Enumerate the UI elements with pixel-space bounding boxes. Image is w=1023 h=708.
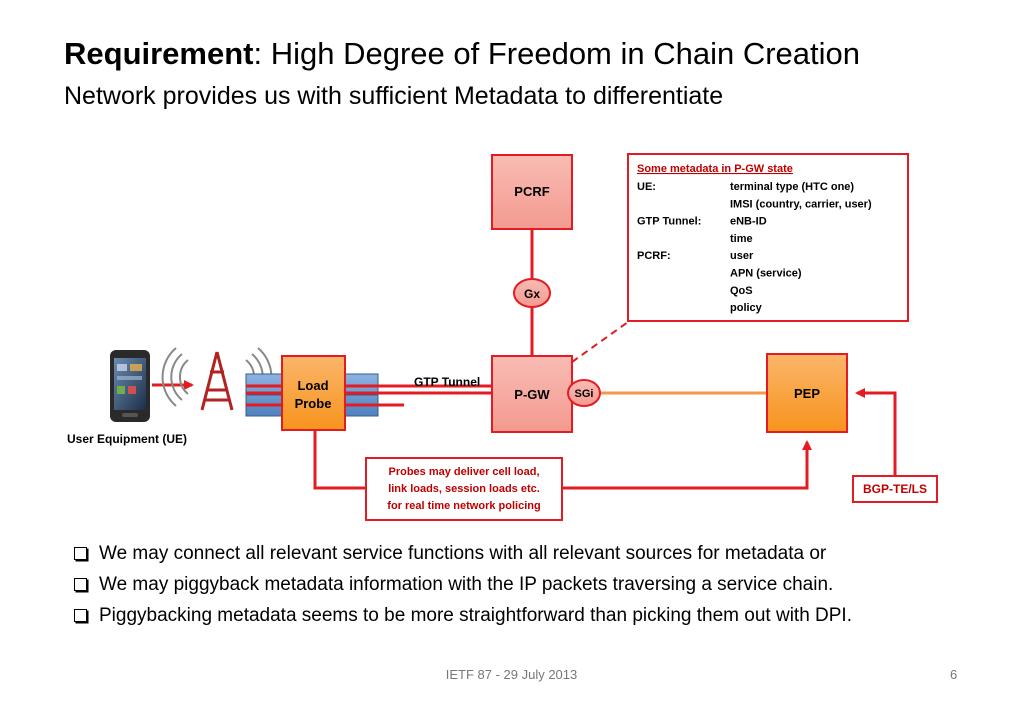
metadata-value: eNB-ID <box>730 216 767 228</box>
probe-note-line-1: Probes may deliver cell load, <box>388 466 539 478</box>
metadata-key: GTP Tunnel: <box>637 216 701 228</box>
probe-note-line-2: link loads, session loads etc. <box>388 483 540 495</box>
title-rest: : High Degree of Freedom in Chain Creati… <box>253 36 861 71</box>
metadata-key: PCRF: <box>637 250 671 262</box>
bullet-item: Piggybacking metadata seems to be more s… <box>74 600 852 631</box>
bullet-text: We may piggyback metadata information wi… <box>99 574 834 595</box>
metadata-value: time <box>730 233 753 245</box>
metadata-value: APN (service) <box>730 268 802 280</box>
pep-box <box>766 353 848 433</box>
sgi-interface <box>567 379 601 407</box>
metadata-box <box>627 153 909 322</box>
title-bold: Requirement <box>64 36 254 71</box>
pep-label: PEP <box>794 386 820 401</box>
load-probe-box <box>281 355 346 431</box>
checkbox-bullet-icon <box>74 609 87 622</box>
bgp-box <box>852 475 938 503</box>
metadata-value: IMSI (country, carrier, user) <box>730 198 872 210</box>
bgp-to-pep-path <box>855 388 897 476</box>
metadata-value: user <box>730 250 754 262</box>
probe-note-line-3: for real time network policing <box>387 500 540 512</box>
footer-text: IETF 87 - 29 July 2013 <box>445 667 578 682</box>
bullet-text: We may connect all relevant service func… <box>99 543 827 564</box>
metadata-callout-line <box>571 321 629 363</box>
metadata-value: policy <box>730 302 763 314</box>
slide-subtitle: Network provides us with sufficient Meta… <box>64 82 724 110</box>
metadata-value: terminal type (HTC one) <box>730 181 854 193</box>
gtp-tunnel-label: GTP Tunnel <box>414 375 480 389</box>
bullet-item: We may piggyback metadata information wi… <box>74 569 852 600</box>
phone-icon <box>110 350 150 422</box>
pgw-label: P-GW <box>514 387 550 402</box>
pcrf-label: PCRF <box>514 184 549 199</box>
metadata-title: Some metadata in P-GW state <box>637 163 793 175</box>
checkbox-bullet-icon <box>74 547 87 560</box>
bullet-text: Piggybacking metadata seems to be more s… <box>99 605 852 626</box>
bullet-list: We may connect all relevant service func… <box>74 538 852 631</box>
sgi-label: SGi <box>575 388 594 400</box>
slide-title: Requirement: High Degree of Freedom in C… <box>64 36 860 72</box>
load-probe-label-2: Probe <box>295 396 332 411</box>
bgp-label: BGP-TE/LS <box>863 482 927 496</box>
load-probe-label-1: Load <box>297 378 328 393</box>
probe-note-box <box>365 457 563 521</box>
gx-interface <box>513 278 551 308</box>
pgw-box <box>491 355 573 433</box>
gx-label: Gx <box>524 287 540 301</box>
checkbox-bullet-icon <box>74 578 87 591</box>
metadata-rows: UE: terminal type (HTC one) IMSI (country,… <box>637 181 872 314</box>
metadata-key: UE: <box>637 181 656 193</box>
page-number: 6 <box>950 667 958 682</box>
bullet-item: We may connect all relevant service func… <box>74 538 852 569</box>
metadata-value: QoS <box>730 285 753 297</box>
ue-label: User Equipment (UE) <box>67 432 187 446</box>
pcrf-box <box>491 154 573 230</box>
